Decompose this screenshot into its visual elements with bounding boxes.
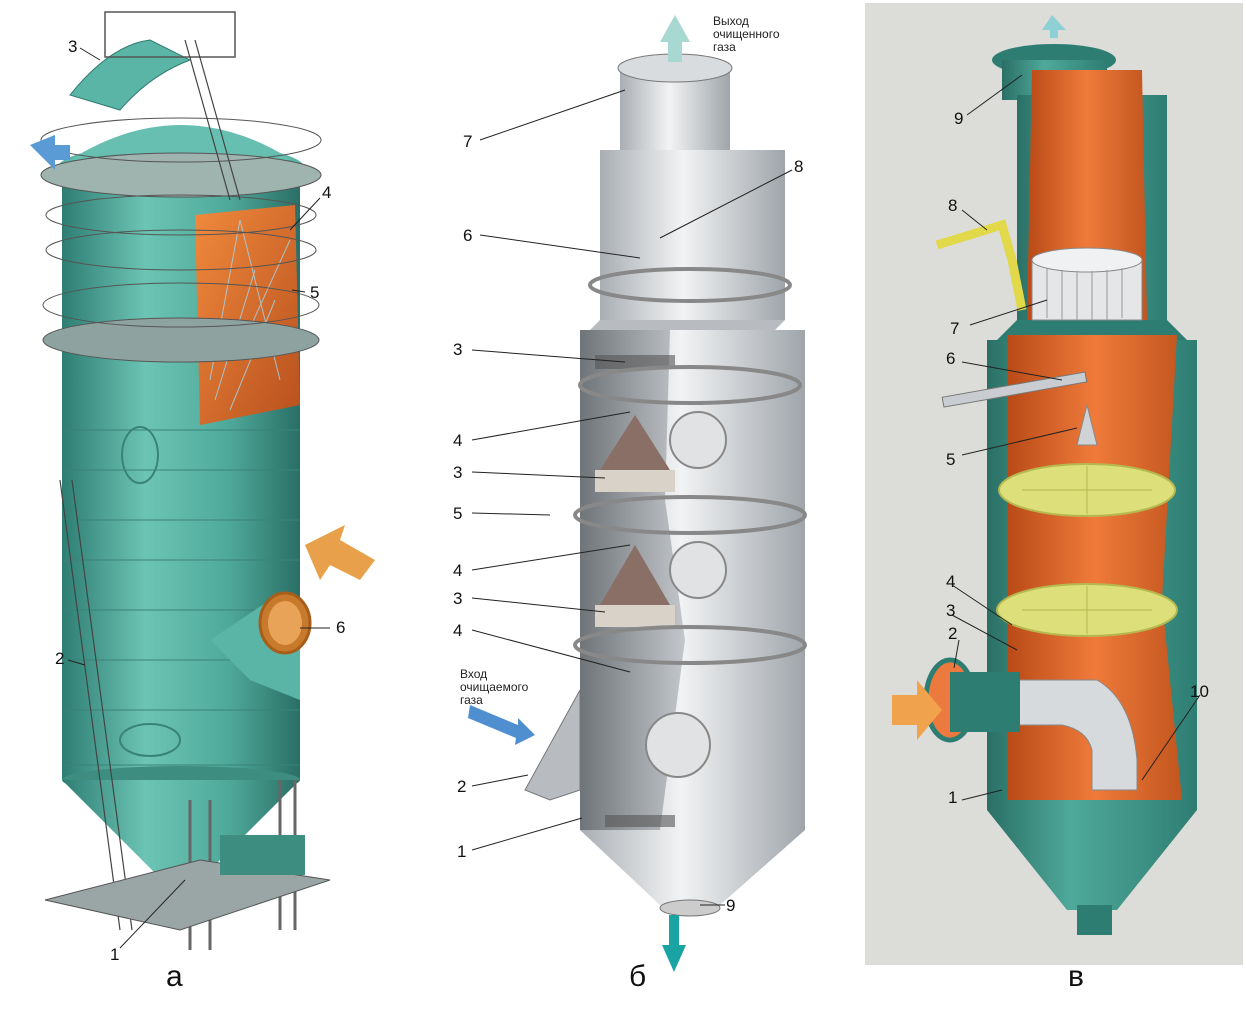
scrubber-tower-illustration-a [30,11,375,950]
outlet-caption-line-3: газа [713,40,736,54]
callout-4: 4 [946,572,956,591]
callout-4: 4 [322,183,332,202]
callout-8: 8 [948,196,958,215]
callout-7: 7 [463,132,473,151]
callout-3: 3 [68,37,78,56]
callout-6: 6 [463,226,473,245]
inlet-caption-line-2: очищаемого [460,680,529,694]
panel-a: 3 4 5 6 2 1 а [0,0,400,1013]
outlet-caption-line-2: очищенного [713,27,780,41]
callout-6: 6 [946,349,956,368]
callout-2: 2 [948,624,958,643]
scrubber-cutaway-illustration-c [865,3,1243,965]
panel-letter-c: в [1068,960,1084,993]
outlet-caption: Выход очищенного газа [713,15,780,54]
callout-4-low: 4 [453,621,463,640]
callout-3: 3 [946,601,956,620]
callout-3-low: 3 [453,589,463,608]
callout-4-top: 4 [453,431,463,450]
scrubber-cutaway-illustration-b [468,15,807,972]
callout-2: 2 [55,649,65,668]
callout-5: 5 [310,283,320,302]
callout-1: 1 [110,945,120,964]
panel-letter-b: б [629,960,647,993]
panel-b: Выход очищенного газа Вход очищаемого га… [420,0,840,1013]
callout-6: 6 [336,618,346,637]
callout-9: 9 [726,896,736,915]
inlet-caption-line-3: газа [460,693,483,707]
panel-letter-a: а [166,960,183,993]
outlet-caption-line-1: Выход [713,14,749,28]
panel-c: 9 8 7 6 5 4 3 2 1 10 в [862,0,1246,1013]
callout-4-mid: 4 [453,561,463,580]
callout-1: 1 [948,788,958,807]
callout-3-top: 3 [453,340,463,359]
callout-10: 10 [1190,682,1209,701]
inlet-caption: Вход очищаемого газа [460,668,528,707]
callout-9: 9 [954,109,964,128]
callout-2: 2 [457,777,467,796]
callout-5: 5 [453,504,463,523]
callout-7: 7 [950,319,960,338]
callout-3-mid: 3 [453,463,463,482]
inlet-caption-line-1: Вход [460,667,488,681]
callout-8: 8 [794,157,804,176]
callout-1: 1 [457,842,467,861]
callout-5: 5 [946,450,956,469]
